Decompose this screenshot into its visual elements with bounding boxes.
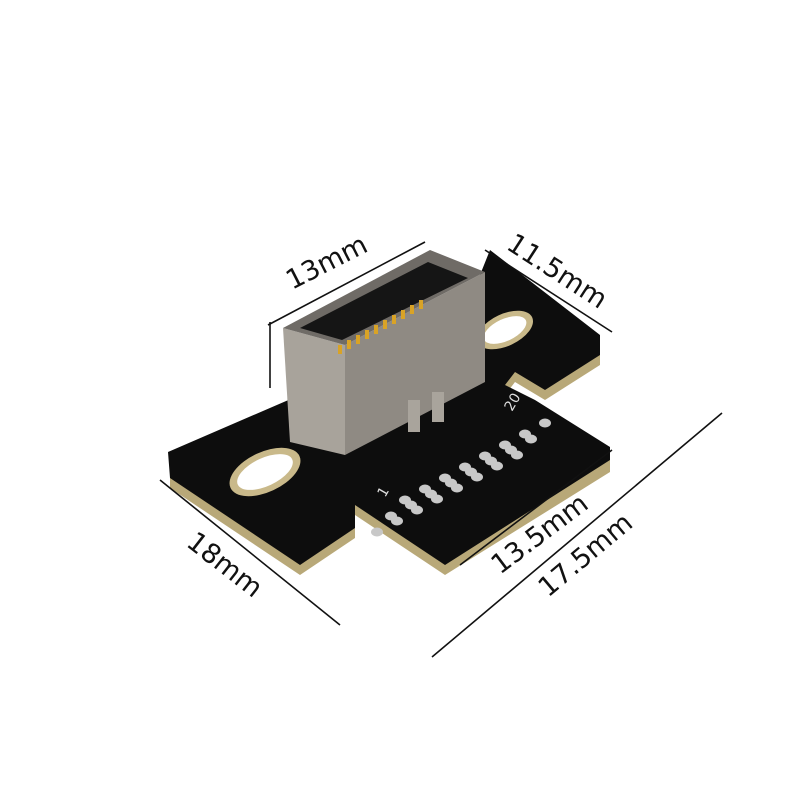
connector-leg [408,400,420,432]
gold-pin [410,305,414,314]
gold-pin [338,345,342,354]
solder-pad [411,505,423,515]
pad-grid [371,418,551,537]
dim-line-13mm [267,241,426,326]
dim-label-13mm: 13mm [281,229,373,296]
mounting-hole-left-inner [237,454,293,490]
solder-pad [491,461,503,471]
solder-pad [391,516,403,526]
gold-pin [347,340,351,349]
connector-opening [300,262,468,340]
connector-leg [432,392,444,422]
solder-pad [371,527,383,537]
gold-pin [365,330,369,339]
solder-pad [511,450,523,460]
dim-line-18mm [159,479,341,626]
connector-side [345,272,485,455]
dim-line-11-5mm [484,249,613,333]
dim-line-17-5mm [431,412,723,658]
solder-pad [431,494,443,504]
gold-pin [401,310,405,319]
gold-pin [383,320,387,329]
solder-pad [471,472,483,482]
gold-pin [392,315,396,324]
solder-pad [451,483,463,493]
pin-20-label: 20 [502,391,525,414]
gold-pin [419,300,423,309]
connector-front [283,328,345,455]
gold-pin [374,325,378,334]
gold-pin [356,335,360,344]
solder-pad [525,434,537,444]
dim-line-13-5mm [459,449,613,566]
mounting-hole-right-inner [483,316,527,344]
gold-pins [338,300,423,354]
solder-pad [539,418,551,428]
